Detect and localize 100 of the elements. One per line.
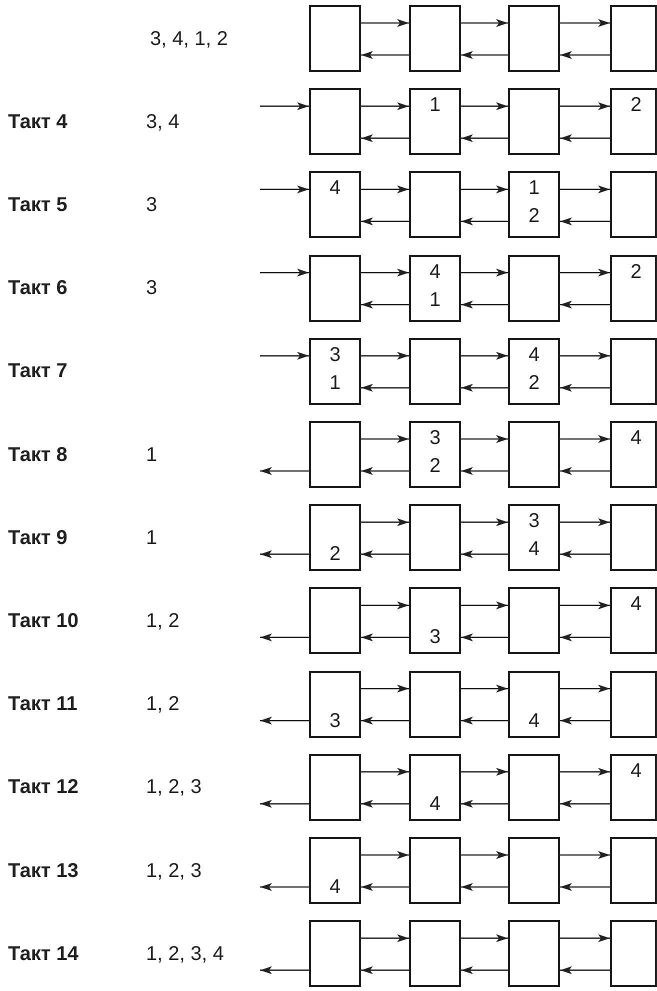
arrow: [361, 633, 409, 642]
queue-slot: [409, 837, 461, 904]
arrow: [260, 883, 309, 891]
arrow: [361, 684, 409, 693]
arrow: [461, 684, 508, 693]
arrow: [260, 352, 309, 360]
arrow: [361, 352, 409, 360]
packet-number: 4: [527, 342, 541, 368]
arrow: [560, 435, 610, 443]
arrow: [560, 768, 610, 776]
queue-slot: [309, 421, 361, 488]
arrow: [560, 352, 610, 360]
step-label: Такт 5: [8, 192, 68, 217]
arrow: [461, 716, 508, 725]
packet-number: 3: [527, 509, 541, 534]
arrow: [461, 883, 508, 891]
packet-number: 2: [527, 370, 541, 396]
queue-slot: [409, 338, 461, 405]
packet-number: 2: [328, 542, 342, 568]
queue-label: 1, 2: [146, 692, 180, 716]
queue-label: 3, 4, 1, 2: [150, 26, 228, 50]
arrow: [361, 384, 409, 392]
arrow: [361, 435, 409, 443]
queue-slot: [309, 171, 361, 238]
queue-slot: [610, 587, 657, 654]
packet-number: 4: [428, 260, 442, 285]
arrow: [560, 966, 610, 974]
arrow: [560, 633, 610, 642]
queue-slot: [309, 920, 361, 988]
arrow: [361, 768, 409, 776]
arrow: [560, 384, 610, 392]
queue-label: 1, 2, 3: [146, 858, 202, 882]
arrow: [461, 601, 508, 610]
packet-number: 2: [527, 204, 541, 230]
arrow: [461, 51, 508, 59]
queue-slot: [508, 5, 560, 72]
arrow: [361, 966, 409, 974]
arrow: [560, 518, 610, 526]
packet-number: 4: [328, 875, 342, 900]
queue-slot: [409, 5, 461, 72]
queue-slot: [610, 504, 657, 572]
packet-number: 4: [629, 592, 643, 618]
queue-slot: [409, 587, 461, 654]
arrow: [260, 550, 309, 558]
arrow: [560, 217, 610, 226]
queue-slot: [409, 88, 461, 156]
arrow: [461, 268, 508, 277]
packet-number: 1: [428, 288, 442, 313]
queue-slot: [610, 5, 657, 72]
queue-slot: [610, 88, 657, 156]
queue-slot: [610, 254, 657, 322]
packet-number: 4: [428, 792, 442, 817]
queue-label: 3, 4: [146, 110, 180, 134]
step-label: Такт 12: [8, 775, 78, 800]
queue-slot: [309, 504, 361, 572]
packet-number: 1: [428, 93, 442, 118]
queue-slot: [409, 254, 461, 322]
arrow: [361, 800, 409, 808]
queue-label: 3: [146, 276, 158, 300]
arrow: [560, 800, 610, 808]
packet-number: 3: [428, 625, 442, 650]
arrow: [361, 550, 409, 558]
queue-slot: [309, 5, 361, 72]
arrow: [560, 934, 610, 942]
arrow: [560, 684, 610, 693]
arrow: [260, 800, 309, 808]
arrow: [461, 384, 508, 392]
arrow: [461, 102, 508, 110]
arrow: [361, 467, 409, 475]
arrow: [361, 518, 409, 526]
queue-slot: [409, 670, 461, 738]
arrow: [560, 134, 610, 142]
queue-slot: [309, 670, 361, 738]
queue-slot: [508, 504, 560, 572]
arrow: [260, 467, 309, 475]
arrow: [560, 185, 610, 194]
step-label: Такт 7: [8, 359, 68, 384]
arrow: [560, 601, 610, 610]
queue-slot: [508, 920, 560, 988]
arrow: [461, 550, 508, 558]
arrow: [560, 851, 610, 859]
arrow: [461, 185, 508, 194]
arrow: [260, 185, 309, 194]
arrow: [461, 467, 508, 475]
queue-slot: [610, 338, 657, 405]
arrow: [361, 300, 409, 309]
queue-label: 1: [146, 442, 158, 466]
arrow: [461, 352, 508, 360]
arrow: [361, 883, 409, 891]
queue-slot: [409, 754, 461, 821]
queue-slot: [409, 171, 461, 238]
queue-slot: [409, 920, 461, 988]
packet-number: 2: [629, 93, 643, 118]
arrow: [461, 217, 508, 226]
queue-slot: [508, 421, 560, 488]
arrow: [560, 550, 610, 558]
queue-slot: [508, 88, 560, 156]
arrow: [560, 716, 610, 725]
queue-slot: [610, 171, 657, 238]
queue-slot: [508, 754, 560, 821]
